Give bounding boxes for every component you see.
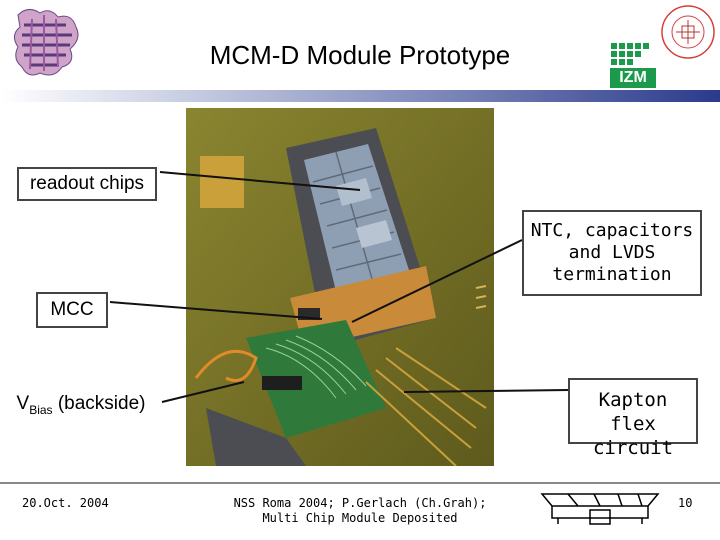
callout-kapton: Kapton flex circuit	[568, 378, 698, 459]
detector-sketch-icon	[538, 488, 662, 528]
page-title: MCM-D Module Prototype	[209, 40, 511, 70]
board-pins	[475, 285, 487, 309]
kapton-flex	[246, 320, 386, 438]
connector	[262, 376, 302, 390]
seal-icon	[661, 5, 715, 59]
callout-mcc-label: MCC	[50, 299, 94, 320]
callout-readout-chips: readout chips	[17, 167, 157, 201]
callout-readout-label: readout chips	[29, 173, 145, 194]
callout-ntc-line2: and LVDS	[568, 242, 656, 263]
bias-wire	[194, 349, 258, 382]
tree-logo-mark	[14, 9, 79, 76]
footer-center-line1: NSS Roma 2004; P.Gerlach (Ch.Grah);	[233, 496, 487, 510]
izm-logo: IZM	[610, 42, 656, 88]
callout-vbias-main: V	[16, 393, 30, 414]
callout-vbias: VBias (backside)	[0, 386, 162, 426]
leader-mcc	[109, 301, 323, 320]
gold-pad	[200, 156, 244, 208]
leader-readout	[159, 171, 361, 191]
callout-ntc-line1: NTC, capacitors	[530, 220, 694, 241]
callout-mcc: MCC	[36, 292, 108, 328]
atlas-seal-logo	[658, 4, 718, 60]
izm-badge-text: IZM	[619, 69, 647, 86]
footer-center-line2: Multi Chip Module Deposited	[262, 511, 458, 525]
izm-grid-icon	[610, 42, 656, 88]
leader-kapton	[403, 389, 569, 393]
page-number: 10	[678, 496, 693, 510]
footer-center: NSS Roma 2004; P.Gerlach (Ch.Grah); Mult…	[210, 496, 510, 526]
tree-logo	[10, 5, 85, 85]
flex-traces	[265, 335, 367, 399]
callout-ntc: NTC, capacitors and LVDS termination	[522, 210, 702, 296]
leader-vbias	[161, 381, 245, 403]
title-bar	[0, 90, 720, 102]
footer-divider	[0, 482, 720, 484]
module-photo	[186, 108, 494, 466]
callout-vbias-sub: Bias	[29, 402, 53, 417]
callout-kapton-line1: Kapton	[598, 389, 668, 411]
carbon-end	[206, 408, 306, 466]
callout-kapton-line2: flex circuit	[592, 413, 674, 459]
footer-date: 20.Oct. 2004	[22, 496, 109, 510]
leader-ntc	[351, 239, 523, 323]
board-traces	[365, 347, 487, 466]
callout-vbias-rest: (backside)	[52, 393, 146, 414]
callout-ntc-line3: termination	[552, 264, 672, 285]
